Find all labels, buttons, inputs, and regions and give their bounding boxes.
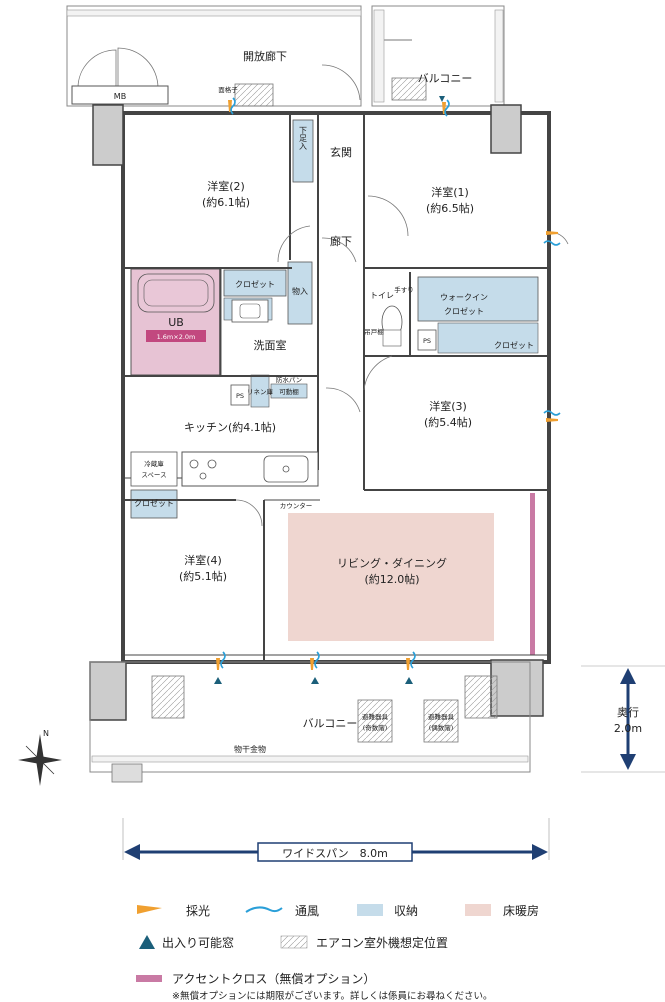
ub-size-box (146, 330, 206, 342)
ps-label-kitchen: PS (236, 392, 244, 400)
handrail-label: 手すり (394, 285, 414, 294)
washroom-label: 洗面室 (254, 338, 287, 352)
accent-cloth (530, 493, 535, 655)
mb-door-left (77, 49, 117, 89)
closet-3-label: クロゼット (494, 340, 534, 350)
living-label-1: リビング・ダイニング (337, 556, 447, 570)
fridge-label-2: スペース (141, 471, 166, 479)
legend-ac-outdoor: エアコン室外機想定位置 (316, 936, 449, 950)
western2-name: 洋室(2) (207, 179, 245, 193)
legend-swatches (136, 904, 491, 982)
mb-door-right (117, 47, 159, 89)
accent-cloth-swatch (136, 975, 162, 982)
depth-label: 奥行 (617, 705, 639, 719)
closet-2-fill (223, 269, 287, 297)
evac-2a-label: 避難器具 (428, 712, 455, 721)
depth-value: 2.0m (614, 722, 642, 735)
mb-label: MB (114, 92, 126, 101)
evac-hatch-1 (357, 699, 393, 743)
legend-ventilation: 通風 (295, 904, 320, 918)
movable-shelf-label: 可動棚 (279, 387, 299, 396)
compass-icon (18, 734, 62, 786)
legend-floor-heating: 床暖房 (503, 904, 540, 918)
walkin-closet-fill (417, 276, 539, 322)
western1-size: (約6.5帖) (426, 201, 474, 215)
western3-size: (約5.4帖) (424, 415, 472, 429)
ac-unit-left (151, 675, 185, 719)
ac-unit-top (234, 83, 274, 107)
wide-span-label: ワイドスパン 8.0m (282, 847, 388, 860)
ac-unit-top-balcony (391, 77, 427, 101)
legend-accent-cloth: アクセントクロス（無償オプション） (172, 972, 376, 986)
north-label: N (43, 729, 49, 738)
ps-box-kitchen (230, 384, 250, 406)
walkin-label-1: ウォークイン (440, 293, 488, 302)
kitchen-label: キッチン(約4.1帖) (184, 420, 276, 434)
walkin-label-2: クロゼット (444, 306, 484, 316)
legend-daylight: 採光 (186, 904, 211, 918)
ps-label-toilet: PS (423, 337, 431, 345)
hanging-shelf-label: 吊戸棚 (364, 327, 384, 336)
closet-4-label: クロゼット (134, 498, 174, 508)
movable-shelf-fill (270, 383, 308, 399)
depth-arrow (581, 665, 665, 773)
ac-outdoor-swatch (280, 935, 308, 949)
fridge-label-1: 冷蔵庫 (144, 459, 164, 468)
window-markers (214, 96, 561, 684)
western4-name: 洋室(4) (184, 553, 222, 567)
evac-1a-label: 避難器具 (362, 712, 389, 721)
western2-size: (約6.1帖) (202, 195, 250, 209)
evac-2b-label: (偶数階) (429, 723, 454, 732)
floor-heating-area (288, 513, 494, 641)
kitchen-sink (263, 455, 309, 483)
closet-2-label: クロゼット (235, 279, 275, 289)
counter-label: カウンター (280, 501, 313, 510)
living-label-2: (約12.0帖) (364, 572, 419, 586)
storage-swatch (357, 904, 383, 916)
fridge-space (130, 451, 178, 487)
ventilation-swatch (245, 906, 283, 913)
evac-1b-label: (奇数階) (363, 723, 388, 732)
legend-storage: 収納 (394, 904, 419, 918)
window-grille-label: 面格子 (218, 85, 238, 94)
bottom-balcony-label: バルコニー (303, 717, 358, 730)
shoe-storage-label: 下足入 (299, 126, 308, 150)
ac-unit-right (464, 675, 498, 719)
waterproof-pan-label: 防水パン (276, 375, 302, 384)
evac-hatch-2 (423, 699, 459, 743)
legend-accessible-window: 出入り可能窓 (162, 936, 235, 950)
floor-heating-swatch (465, 904, 491, 916)
daylight-swatch (137, 905, 162, 914)
linen-label: リネン庫 (247, 387, 274, 396)
closet-3-fill (437, 322, 539, 354)
shoe-storage-fill (292, 119, 314, 183)
entrance-label: 玄関 (330, 145, 352, 159)
western1-name: 洋室(1) (431, 185, 469, 199)
accessible-window-swatch (139, 935, 155, 949)
drying-rail-label: 物干金物 (234, 744, 266, 754)
wide-span-arrow (122, 818, 550, 862)
hallway-label: 廊下 (330, 234, 352, 248)
toilet-label: トイレ (370, 291, 394, 300)
top-balcony-label: バルコニー (418, 72, 473, 85)
bottom-balcony (89, 661, 531, 783)
open-corridor-area (66, 5, 412, 107)
closet-4-fill (130, 489, 178, 519)
open-corridor-label: 開放廊下 (243, 49, 287, 63)
top-balcony (371, 5, 505, 107)
washbasin (231, 299, 269, 323)
western4-size: (約5.1帖) (179, 569, 227, 583)
storage-label: 物入 (292, 286, 308, 296)
ps-box-toilet (417, 329, 437, 351)
bathtub (137, 273, 215, 313)
ub-label: UB (168, 316, 184, 329)
western3-name: 洋室(3) (429, 399, 467, 413)
storage-fill (287, 261, 313, 325)
legend-note: ※無償オプションには期限がございます。詳しくは係員にお尋ねください。 (172, 991, 493, 1002)
ub-size-label: 1.6m×2.0m (157, 333, 196, 341)
entry-door-arc (321, 64, 361, 101)
kitchen-counter (181, 451, 319, 487)
